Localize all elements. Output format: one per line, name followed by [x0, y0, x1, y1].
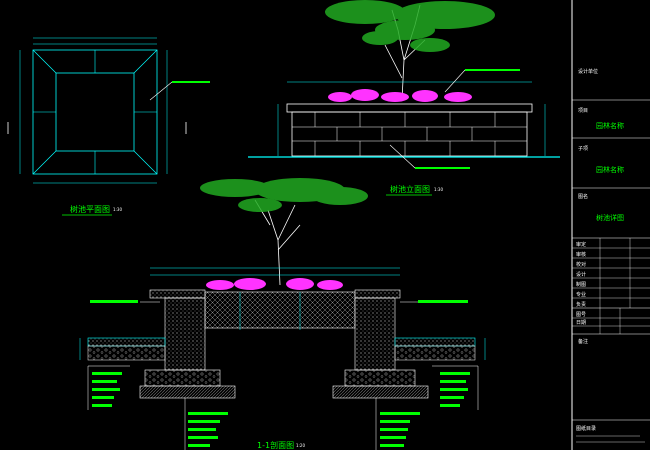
elevation-tree — [384, 4, 426, 101]
elevation-tree-canopy — [325, 0, 495, 52]
section-right-wall — [354, 297, 396, 371]
plan-corner-line — [133, 150, 158, 175]
section-left-base — [139, 385, 236, 399]
section-leader-labels — [90, 300, 470, 447]
elevation-title: 树池立面图 — [390, 184, 430, 194]
elevation-flowers — [328, 89, 472, 102]
info-row-label: 图号 — [576, 312, 586, 318]
plan-leader — [149, 81, 173, 101]
sign-row-label: 设计 — [576, 271, 586, 278]
remarks-label: 备注 — [578, 338, 588, 345]
section-tree — [254, 199, 301, 286]
sign-row-label: 负责 — [576, 301, 586, 308]
drawing-label: 图名 — [578, 193, 588, 200]
section-left-wall — [164, 297, 206, 371]
section-left-coping — [149, 289, 206, 299]
section-scale: 1:20 — [296, 443, 305, 448]
plan-corner-line — [32, 150, 57, 175]
elevation-wall — [291, 111, 528, 157]
design-unit-label: 设计单位 — [578, 68, 598, 75]
subitem-name: 园林名称 — [596, 165, 624, 174]
subitem-label: 子项 — [578, 145, 588, 152]
plan-corner-line — [133, 49, 158, 74]
signature-grid — [572, 238, 650, 334]
title-block: 设计单位 项目 园林名称 子项 园林名称 图名 树池详图 审定 审核 校对 设计… — [571, 0, 650, 450]
plan-title: 树池平面图 — [70, 204, 110, 214]
drawing-name: 树池详图 — [596, 213, 624, 222]
section-view: 1-1剖面图 1:20 — [79, 178, 486, 450]
sign-row-label: 校对 — [576, 261, 586, 268]
elevation-scale: 1:30 — [434, 187, 443, 192]
footer-lines — [576, 435, 645, 443]
sign-row-label: 审核 — [576, 251, 586, 258]
section-right-paving-base — [394, 345, 476, 361]
info-row-label: 日期 — [576, 320, 586, 326]
footer-label: 图纸目录 — [576, 425, 596, 432]
sign-row-label: 审定 — [576, 241, 586, 248]
plan-corner-line — [32, 49, 57, 74]
sign-row-label: 专业 — [576, 291, 586, 298]
elevation-view: 树池立面图 1:30 — [248, 0, 560, 196]
section-soil — [204, 291, 356, 329]
section-flowers — [206, 278, 343, 290]
elevation-leader — [389, 144, 416, 169]
section-right-paving — [394, 337, 476, 347]
plan-inner-square — [55, 72, 135, 152]
section-left-paving — [87, 337, 166, 347]
section-left-paving-base — [87, 345, 166, 361]
project-name: 园林名称 — [596, 121, 624, 130]
section-leader-lines — [87, 301, 479, 450]
section-right-coping — [354, 289, 401, 299]
project-label: 项目 — [578, 108, 588, 114]
plan-scale: 1:30 — [113, 207, 122, 212]
section-right-footing — [344, 369, 416, 387]
elevation-coping — [286, 103, 533, 113]
section-right-base — [332, 385, 429, 399]
elevation-leader — [444, 69, 466, 93]
section-left-footing — [144, 369, 221, 387]
elevation-brick-joints — [292, 112, 527, 156]
plan-view: 树池平面图 1:30 — [7, 37, 210, 216]
sign-row-label: 制图 — [576, 281, 586, 288]
section-tree-canopy — [200, 178, 368, 212]
section-title: 1-1剖面图 — [257, 440, 294, 450]
